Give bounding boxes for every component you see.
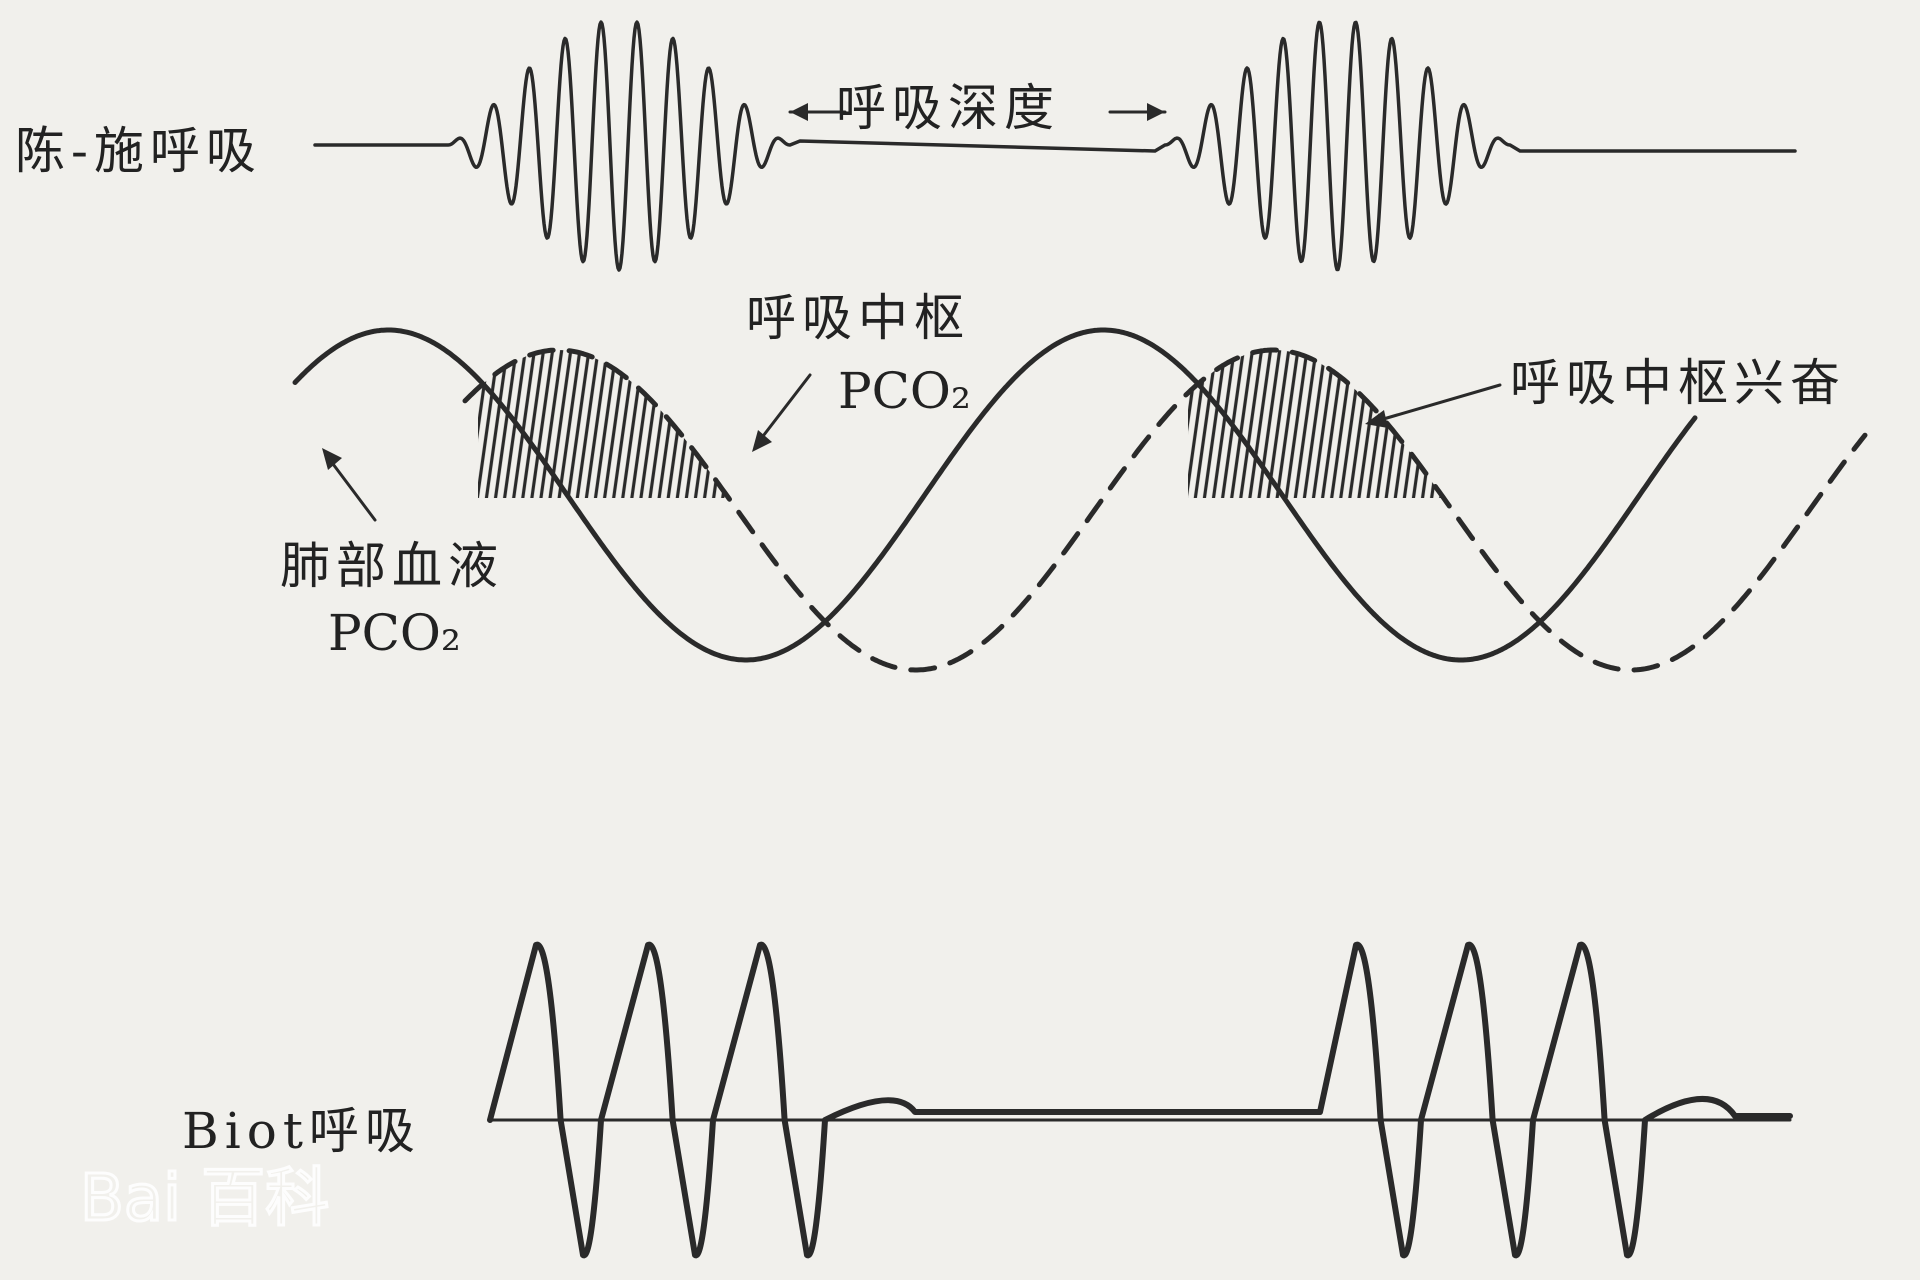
pointer-arrows xyxy=(322,373,1502,522)
label-breathing-depth: 呼吸深度 xyxy=(836,79,1060,137)
label-lung-blood-pco2-line1: 肺部血液 xyxy=(280,537,504,595)
cheyne-stokes-waveform xyxy=(313,20,1797,272)
center-excitation-hatch-1 xyxy=(478,350,790,498)
center-excitation-hatch-2 xyxy=(1188,350,1502,498)
label-lung-blood-pco2-line2: PCO₂ xyxy=(328,604,461,662)
label-center-pco2-line2: PCO₂ xyxy=(838,362,971,420)
label-center-excitation: 呼吸中枢兴奋 xyxy=(1510,354,1846,412)
label-cheyne-stokes: 陈-施呼吸 xyxy=(15,122,262,180)
lung-blood-pco2-curve xyxy=(292,327,1698,663)
biot-waveform xyxy=(487,941,1793,1259)
label-biot: Biot呼吸 xyxy=(182,1102,421,1160)
center-pco2-curve xyxy=(462,347,1868,673)
label-center-pco2-line1: 呼吸中枢 xyxy=(746,289,970,347)
baidu-watermark: Bai 百科 xyxy=(80,1162,329,1236)
breathing-depth-arrows xyxy=(788,103,1167,121)
